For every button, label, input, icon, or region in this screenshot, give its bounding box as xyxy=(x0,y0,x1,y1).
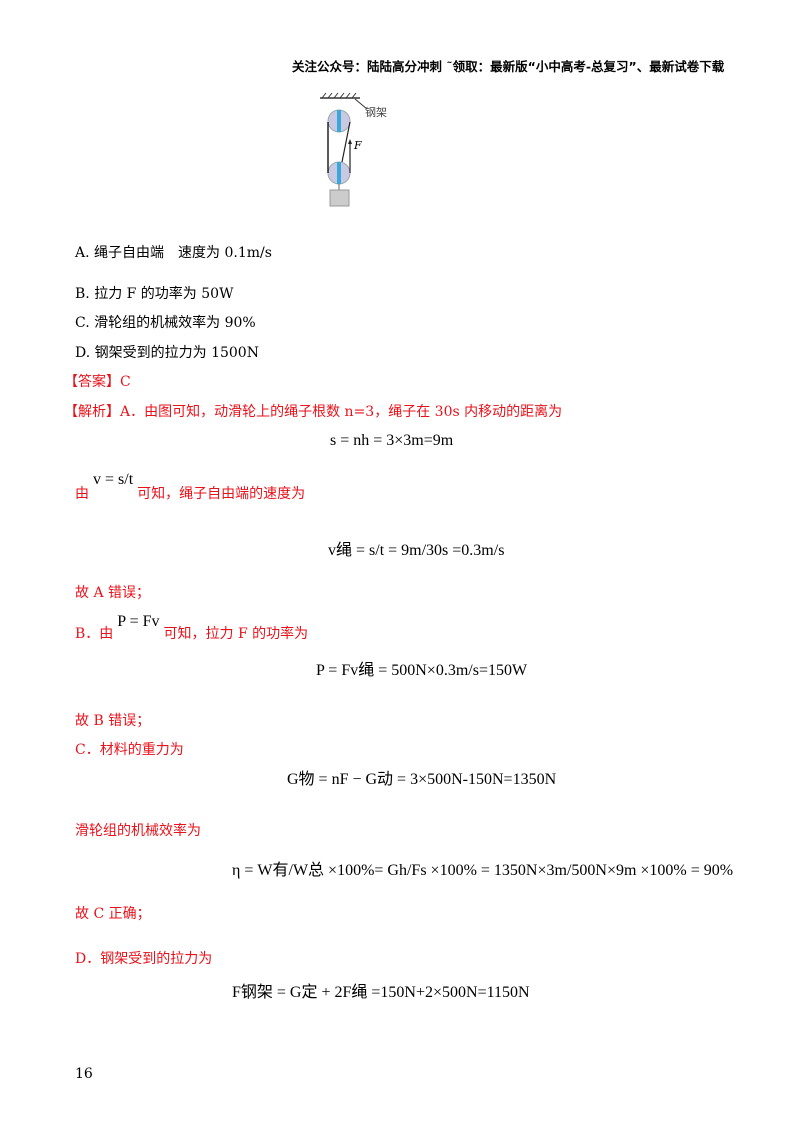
option-b: B. 拉力 F 的功率为 50W xyxy=(75,286,234,302)
answer-line: 【答案】C xyxy=(64,374,131,390)
formula-efficiency: η = W有/W总 ×100%= Gh/Fs ×100% = 1350N×3m/… xyxy=(232,862,734,879)
option-d: D. 钢架受到的拉力为 1500N xyxy=(75,345,259,361)
formula-distance: s = nh = 3×3m=9m xyxy=(330,432,454,449)
analysis-line-4: B．由P = Fv可知，拉力 F 的功率为 xyxy=(75,613,309,642)
analysis-line-8: 故 C 正确； xyxy=(75,906,151,922)
formula-frame-force: F钢架 = G定 + 2F绳 =150N+2×500N=1150N xyxy=(232,984,530,1001)
force-label: F xyxy=(353,139,362,152)
formula-weight: G物 = nF − G动 = 3×500N-150N=1350N xyxy=(287,771,557,788)
analysis-line-2: 由v = s/t可知，绳子自由端的速度为 xyxy=(75,471,306,502)
formula-velocity: v绳 = s/t = 9m/30s =0.3m/s xyxy=(328,542,505,559)
analysis-line-6: C．材料的重力为 xyxy=(75,742,184,758)
option-a: A. 绳子自由端 速度为 0.1m/s xyxy=(75,245,272,261)
analysis-line-9: D．钢架受到的拉力为 xyxy=(75,951,213,967)
analysis-line-7: 滑轮组的机械效率为 xyxy=(75,823,201,839)
formula-power: P = Fv绳 = 500N×0.3m/s=150W xyxy=(316,662,528,679)
option-c: C. 滑轮组的机械效率为 90% xyxy=(75,315,256,331)
frame-label: 钢架 xyxy=(365,106,387,119)
pulley-figure: 钢架 F xyxy=(320,92,387,207)
analysis-line-5: 故 B 错误； xyxy=(75,713,151,729)
page-number: 16 xyxy=(75,1066,93,1082)
page-header: 关注公众号：陆陆高分冲刺 ˜领取：最新版“小中高考-总复习”、最新试卷下载 xyxy=(292,59,725,74)
analysis-line-1: 【解析】A．由图可知，动滑轮上的绳子根数 n=3，绳子在 30s 内移动的距离为 xyxy=(64,404,563,420)
analysis-line-3: 故 A 错误； xyxy=(75,585,151,601)
